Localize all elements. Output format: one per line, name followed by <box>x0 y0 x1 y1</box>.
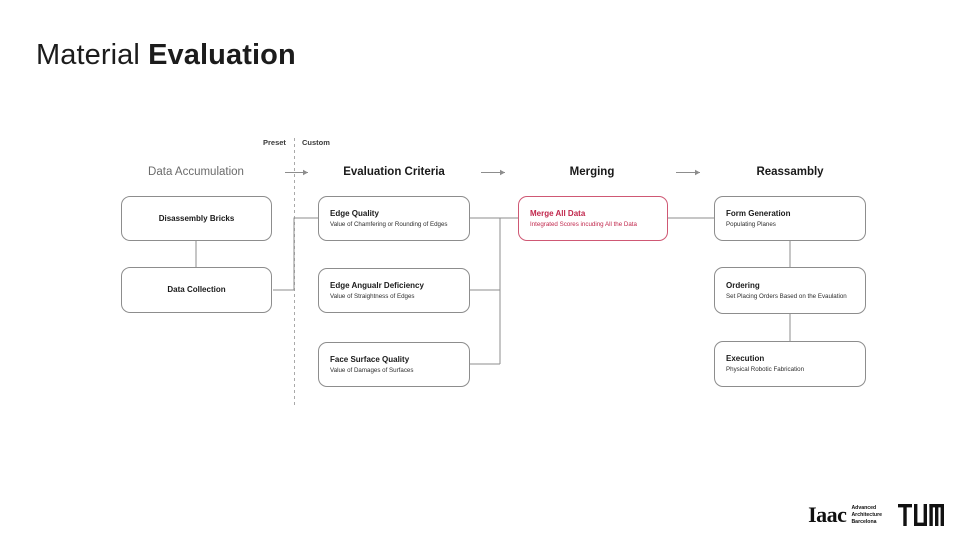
node-edge-quality-title: Edge Quality <box>330 208 379 218</box>
node-face-surface-quality[interactable]: Face Surface Quality Value of Damages of… <box>318 342 470 387</box>
arrow-criteria-to-merging <box>481 169 505 176</box>
mode-label-preset: Preset <box>263 138 286 147</box>
node-edge-angular-deficiency[interactable]: Edge Angualr Deficiency Value of Straigh… <box>318 268 470 313</box>
node-ordering-title: Ordering <box>726 280 760 290</box>
node-edge-quality[interactable]: Edge Quality Value of Chamfering or Roun… <box>318 196 470 241</box>
node-data-collection[interactable]: Data Collection <box>121 267 272 313</box>
arrow-merging-to-reassambly <box>676 169 700 176</box>
node-merge-all-data[interactable]: Merge All Data Integrated Scores incudin… <box>518 196 668 241</box>
node-edge-quality-subtitle: Value of Chamfering or Rounding of Edges <box>330 220 448 228</box>
page-title-light: Material <box>36 39 149 71</box>
iaac-tagline-line3: Barcelona <box>851 518 877 525</box>
node-merge-all-data-subtitle: Integrated Scores incuding All the Data <box>530 220 637 228</box>
column-header-reassambly: Reassambly <box>756 166 824 178</box>
column-header-merging: Merging <box>569 166 615 178</box>
iaac-tagline: Advanced Architecture Barcelona <box>851 505 882 526</box>
tum-logo <box>898 504 944 526</box>
mode-label-custom: Custom <box>302 138 330 147</box>
node-disassembly-bricks[interactable]: Disassembly Bricks <box>121 196 272 241</box>
iaac-logo: Iaac Advanced Architecture Barcelona <box>808 504 882 526</box>
node-disassembly-bricks-title: Disassembly Bricks <box>158 213 235 223</box>
node-form-generation-title: Form Generation <box>726 208 791 218</box>
column-header-data-accumulation: Data Accumulation <box>148 166 244 178</box>
node-edge-angular-deficiency-title: Edge Angualr Deficiency <box>330 280 424 290</box>
node-form-generation[interactable]: Form Generation Populating Planes <box>714 196 866 241</box>
iaac-tagline-line2: Architecture <box>851 511 882 518</box>
column-header-evaluation-criteria: Evaluation Criteria <box>343 166 445 178</box>
link-collection-to-criteria <box>273 217 318 291</box>
footer-logos: Iaac Advanced Architecture Barcelona <box>808 504 944 526</box>
node-execution-title: Execution <box>726 354 765 363</box>
node-data-collection-title: Data Collection <box>167 285 226 294</box>
node-face-surface-quality-subtitle: Value of Damages of Surfaces <box>330 366 414 374</box>
node-execution[interactable]: Execution Physical Robotic Fabrication <box>714 341 866 387</box>
iaac-wordmark: Iaac <box>808 502 847 527</box>
page-title-bold: Evaluation <box>148 39 296 71</box>
tum-logo-mark <box>898 504 944 526</box>
node-face-surface-quality-title: Face Surface Quality <box>330 354 410 364</box>
node-edge-angular-deficiency-subtitle: Value of Straightness of Edges <box>330 292 415 300</box>
node-execution-subtitle: Physical Robotic Fabrication <box>726 366 805 373</box>
node-form-generation-subtitle: Populating Planes <box>726 220 776 228</box>
node-ordering[interactable]: Ordering Set Placing Orders Based on the… <box>714 267 866 314</box>
node-ordering-subtitle: Set Placing Orders Based on the Evaulati… <box>726 292 847 300</box>
node-merge-all-data-title: Merge All Data <box>530 208 586 218</box>
iaac-tagline-line1: Advanced <box>851 504 877 511</box>
page-title: Material Evaluation <box>36 36 296 74</box>
arrow-accumulation-to-criteria <box>285 169 308 176</box>
